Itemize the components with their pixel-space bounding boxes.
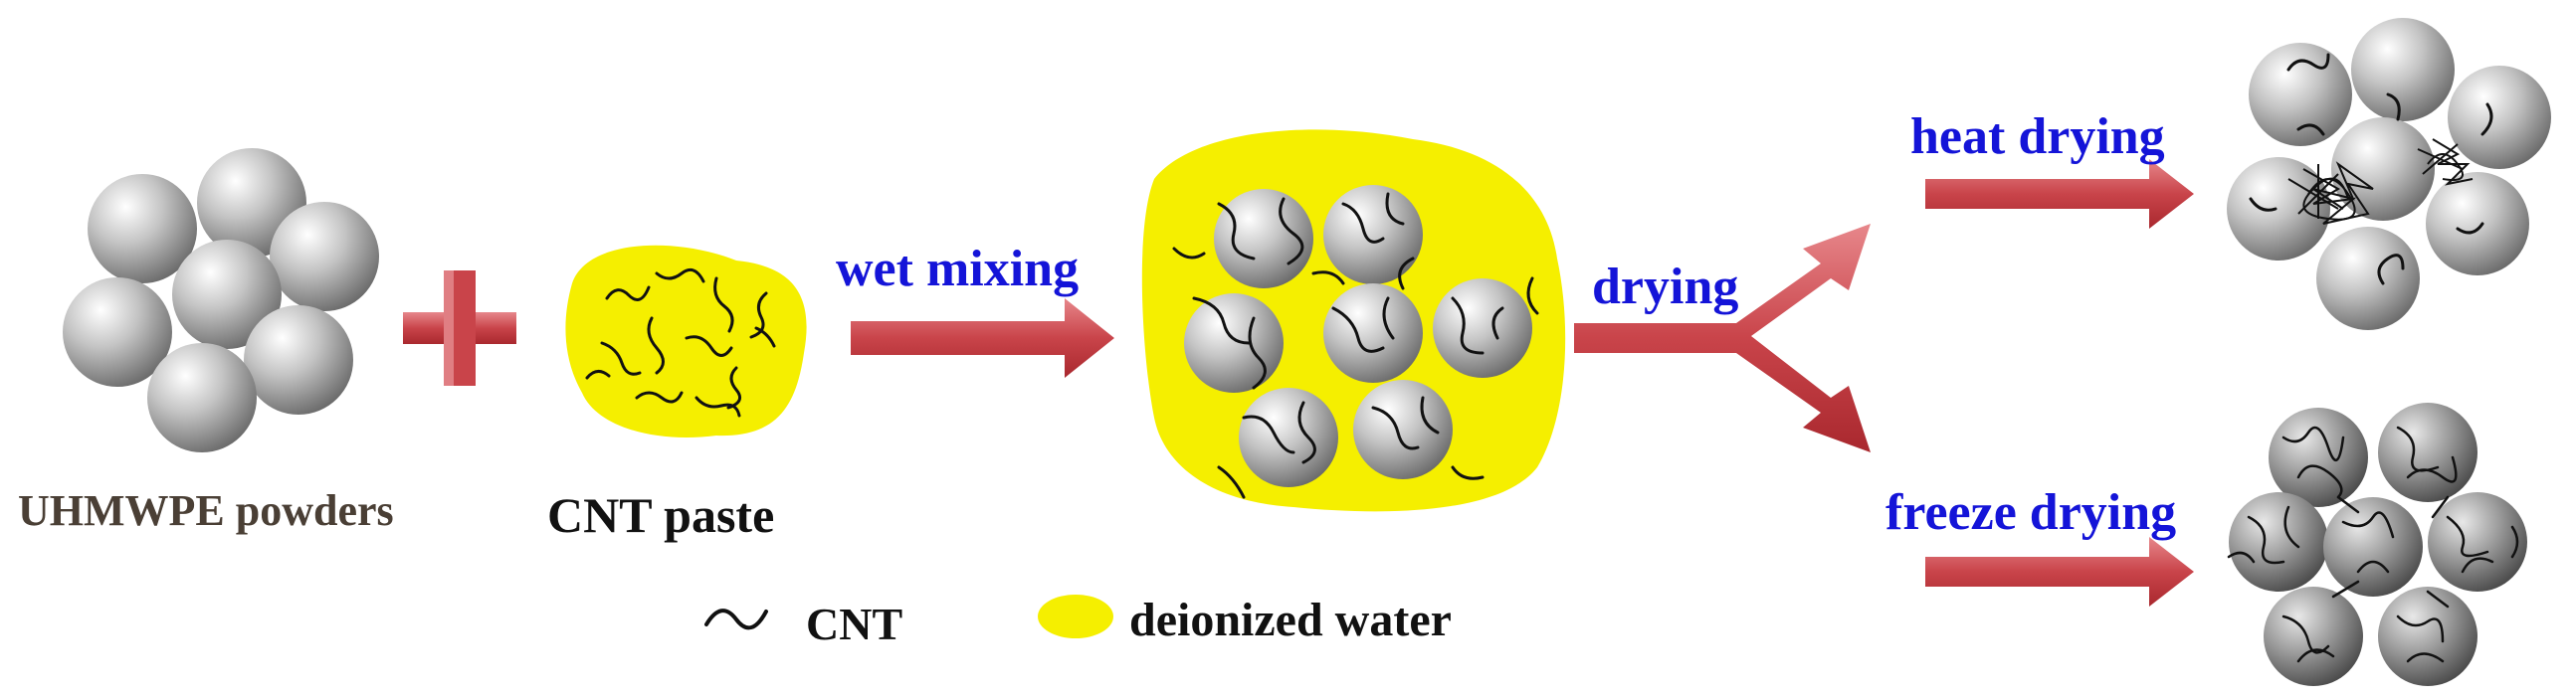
wet-mixing-arrow — [851, 298, 1114, 378]
water-legend-label: deionized water — [1129, 594, 1452, 646]
uhmwpe-powders-label: UHMWPE powders — [18, 486, 394, 535]
heat-drying-arrow — [1925, 159, 2194, 229]
uhmwpe-powder-cluster — [63, 148, 379, 452]
plus-icon — [403, 270, 516, 386]
cnt-paste-label: CNT paste — [547, 487, 775, 543]
legend — [704, 595, 1113, 638]
wet-mixing-label: wet mixing — [836, 241, 1080, 297]
water-legend-swatch — [1038, 595, 1113, 638]
freeze-drying-arrow — [1925, 537, 2194, 607]
drying-label: drying — [1592, 259, 1739, 315]
freeze-dried-particles — [2227, 403, 2527, 686]
freeze-drying-label: freeze drying — [1885, 484, 2177, 541]
heat-dried-particles — [2227, 18, 2551, 330]
heat-drying-label: heat drying — [1910, 108, 2165, 165]
cnt-paste-blob — [565, 245, 807, 438]
cnt-legend-label: CNT — [806, 599, 903, 649]
mixed-slurry — [1141, 129, 1566, 512]
drying-split-arrow — [1574, 224, 1871, 452]
cnt-legend-icon — [704, 609, 768, 630]
